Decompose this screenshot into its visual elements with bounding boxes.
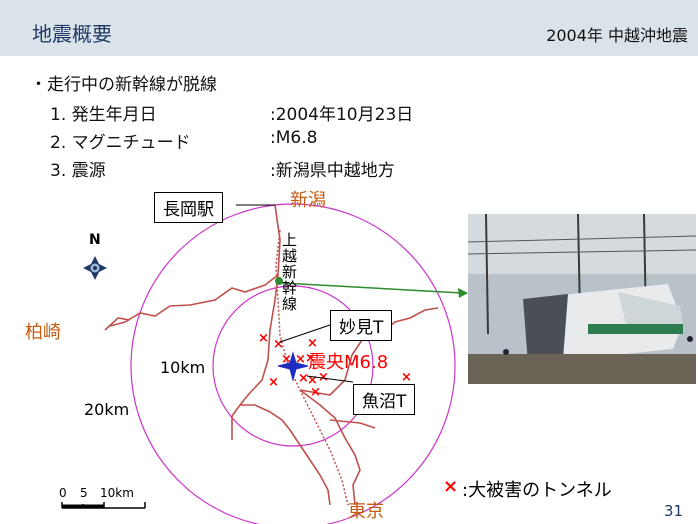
radius-label-20km: 20km xyxy=(84,400,130,419)
info-item-3-label: 3. 震源 xyxy=(50,161,106,181)
info-item-2-value: :M6.8 xyxy=(270,128,318,148)
photo-arrow xyxy=(281,282,463,294)
info-item-1-label: 1. 発生年月日 xyxy=(50,105,157,125)
damage-marker: × xyxy=(305,351,316,366)
damage-marker: × xyxy=(298,371,309,386)
epicenter-label: 震央M6.8 xyxy=(308,352,389,373)
compass-icon xyxy=(83,256,107,280)
radius-label-10km: 10km xyxy=(160,358,206,377)
city-label-kashiwazaki: 柏崎 xyxy=(25,322,61,343)
line-label-joetsu: 上越新幹線 xyxy=(282,231,298,313)
slide-subtitle: 2004年 中越沖地震 xyxy=(546,26,688,45)
city-label-tokyo: 東京 xyxy=(348,501,384,522)
station-dot xyxy=(275,277,283,285)
tunnel-box-myoken: 妙見T xyxy=(330,310,393,341)
legend-text: :大被害のトンネル xyxy=(462,480,612,501)
damage-marker: × xyxy=(310,385,321,400)
header-bar: 地震概要 2004年 中越沖地震 xyxy=(0,0,698,56)
damage-marker: × xyxy=(401,370,412,385)
damage-marker: × xyxy=(258,331,269,346)
radius-20km-circle xyxy=(130,203,456,524)
city-label-niigata: 新潟 xyxy=(290,190,326,211)
damage-marker: × xyxy=(307,373,318,388)
scale-label-0: 0 xyxy=(59,486,67,500)
info-item-3-value: :新潟県中越地方 xyxy=(270,161,395,181)
damage-marker: × xyxy=(318,370,329,385)
info-item-1-value: :2004年10月23日 xyxy=(270,105,414,125)
scale-label-5: 5 xyxy=(80,486,88,500)
damage-marker: × xyxy=(268,375,279,390)
damage-marker: × xyxy=(295,352,306,367)
tunnel-box-uonuma: 魚沼T xyxy=(353,384,416,415)
damage-marker: × xyxy=(307,336,318,351)
bullet-text: ・走行中の新幹線が脱線 xyxy=(30,75,217,95)
station-box-nagaoka: 長岡駅 xyxy=(154,192,223,223)
compass-north-label: N xyxy=(89,232,101,248)
info-item-2-label: 2. マグニチュード xyxy=(50,133,191,153)
slide-title: 地震概要 xyxy=(32,22,112,46)
scale-label-10km: 10km xyxy=(100,486,134,500)
derailed-train-photo xyxy=(468,214,696,384)
damage-marker: × xyxy=(281,352,292,367)
damage-marker: × xyxy=(273,337,284,352)
scale-bar xyxy=(61,502,146,509)
radius-10km-circle xyxy=(212,285,374,447)
page-number: 31 xyxy=(664,502,684,520)
epicenter-star-icon xyxy=(277,351,309,382)
legend-symbol: × xyxy=(443,476,459,497)
damage-markers: × × × × × × × × × × × × xyxy=(258,331,412,400)
